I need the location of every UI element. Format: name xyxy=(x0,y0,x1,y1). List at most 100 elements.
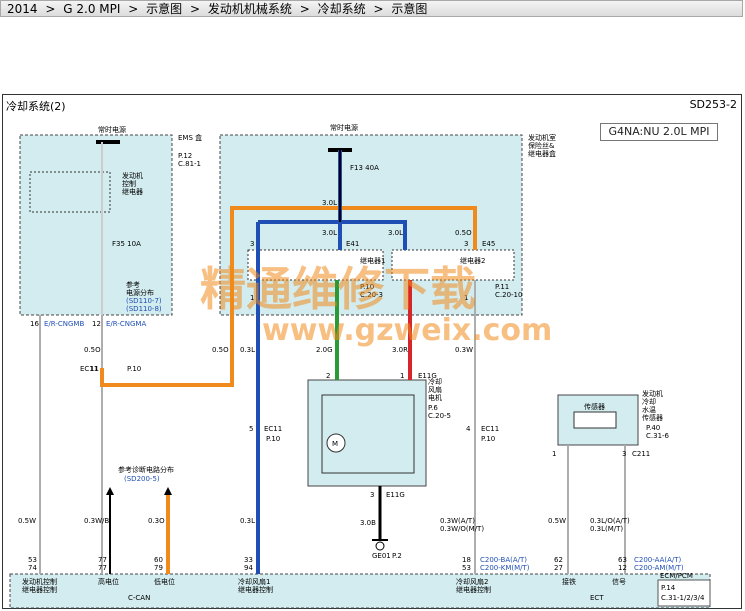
svg-text:继电器控制: 继电器控制 xyxy=(238,585,273,594)
svg-text:保险丝&: 保险丝& xyxy=(528,141,555,150)
svg-text:60: 60 xyxy=(154,556,163,564)
svg-text:P.11: P.11 xyxy=(495,283,509,291)
breadcrumb: 2014 > G 2.0 MPI > 示意图 > 发动机机械系统 > 冷却系统 … xyxy=(0,0,743,17)
svg-text:12: 12 xyxy=(618,564,627,572)
fusebox xyxy=(219,134,523,316)
breadcrumb-sep: > xyxy=(189,2,201,16)
svg-text:0.5O: 0.5O xyxy=(455,229,472,237)
svg-text:接铁: 接铁 xyxy=(562,577,576,586)
svg-text:0.5O: 0.5O xyxy=(84,346,101,354)
svg-text:发动机: 发动机 xyxy=(122,171,143,180)
svg-text:参考诊断电路分布: 参考诊断电路分布 xyxy=(118,465,174,474)
svg-text:3: 3 xyxy=(370,491,374,499)
svg-text:53: 53 xyxy=(28,556,37,564)
svg-text:0.3L/O(A/T): 0.3L/O(A/T) xyxy=(590,517,630,525)
breadcrumb-sep: > xyxy=(45,2,56,16)
ems-hot-label: 常时电源 xyxy=(98,125,126,134)
svg-text:EC11: EC11 xyxy=(80,365,98,373)
svg-text:2: 2 xyxy=(326,372,330,380)
svg-text:0.3W: 0.3W xyxy=(455,346,473,354)
svg-text:C.20-3: C.20-3 xyxy=(360,291,383,299)
svg-text:水温: 水温 xyxy=(642,405,656,414)
svg-text:3.0L: 3.0L xyxy=(322,199,337,207)
svg-text:C200-AA(A/T): C200-AA(A/T) xyxy=(634,556,682,564)
svg-text:18: 18 xyxy=(462,556,471,564)
svg-text:16: 16 xyxy=(30,320,39,328)
svg-text:冷却: 冷却 xyxy=(642,397,656,406)
svg-text:3.0L: 3.0L xyxy=(388,229,403,237)
svg-text:C.31-1/2/3/4: C.31-1/2/3/4 xyxy=(661,594,705,602)
svg-text:3.0R: 3.0R xyxy=(392,346,408,354)
svg-text:E/R-CNGMA: E/R-CNGMA xyxy=(106,320,146,328)
svg-text:信号: 信号 xyxy=(612,577,626,586)
model-label: G4NA:NU 2.0L MPI xyxy=(600,123,718,141)
svg-text:94: 94 xyxy=(244,564,253,572)
svg-text:低电位: 低电位 xyxy=(154,577,175,586)
svg-text:C200-BA(A/T): C200-BA(A/T) xyxy=(480,556,527,564)
motor-m: M xyxy=(332,440,338,448)
ems-fuse: F35 10A xyxy=(112,240,141,248)
svg-text:冷却风扇2: 冷却风扇2 xyxy=(456,577,488,586)
svg-text:发动机室: 发动机室 xyxy=(528,133,556,142)
svg-text:继电器控制: 继电器控制 xyxy=(456,585,491,594)
svg-text:冷却风扇1: 冷却风扇1 xyxy=(238,577,270,586)
svg-text:0.3L(M/T): 0.3L(M/T) xyxy=(590,525,623,533)
diagram-title: 冷却系统(2) xyxy=(6,100,66,113)
watermark-cn: 精通维修下载 xyxy=(200,262,476,316)
svg-text:GE01: GE01 xyxy=(372,552,391,560)
svg-text:P.10: P.10 xyxy=(360,283,374,291)
watermark-url: www.gzweix.com xyxy=(262,313,552,348)
svg-text:E41: E41 xyxy=(346,240,359,248)
svg-text:1: 1 xyxy=(400,372,404,380)
ems-note-link-1[interactable]: (SD110-7) xyxy=(126,297,162,305)
svg-text:0.3W/B: 0.3W/B xyxy=(84,517,109,525)
relay2 xyxy=(391,249,515,281)
svg-text:12: 12 xyxy=(92,320,101,328)
svg-text:传感器: 传感器 xyxy=(584,402,605,411)
ems-box xyxy=(19,134,173,316)
svg-text:0.5O: 0.5O xyxy=(212,346,229,354)
svg-text:53: 53 xyxy=(462,564,471,572)
svg-text:E11G: E11G xyxy=(418,372,437,380)
diagram-code: SD253-2 xyxy=(689,98,737,111)
svg-text:0.5W: 0.5W xyxy=(18,517,36,525)
svg-text:传感器: 传感器 xyxy=(642,413,663,422)
svg-text:4: 4 xyxy=(466,425,471,433)
breadcrumb-sep: > xyxy=(299,2,310,16)
breadcrumb-item[interactable]: 冷却系统 xyxy=(317,2,366,16)
svg-text:P.2: P.2 xyxy=(392,552,402,560)
svg-text:3: 3 xyxy=(250,240,254,248)
breadcrumb-item[interactable]: 发动机机械系统 xyxy=(207,2,292,16)
svg-text:3.0L: 3.0L xyxy=(322,229,337,237)
svg-text:发动机: 发动机 xyxy=(642,389,663,398)
svg-text:P.40: P.40 xyxy=(646,424,660,432)
svg-text:C200-KM(M/T): C200-KM(M/T) xyxy=(480,564,530,572)
ems-note-link-2[interactable]: (SD110-8) xyxy=(126,305,162,313)
svg-text:继电器1: 继电器1 xyxy=(360,256,385,265)
svg-text:0.3W/O(M/T): 0.3W/O(M/T) xyxy=(440,525,484,533)
fusebox-fuse: F13 40A xyxy=(350,164,379,172)
breadcrumb-item[interactable]: 2014 xyxy=(7,2,38,16)
svg-text:高电位: 高电位 xyxy=(98,577,119,586)
breadcrumb-item[interactable]: 示意图 xyxy=(146,2,183,16)
svg-text:5: 5 xyxy=(249,425,253,433)
svg-text:C.81-1: C.81-1 xyxy=(178,160,201,168)
svg-text:P.6: P.6 xyxy=(428,404,438,412)
breadcrumb-sep: > xyxy=(128,2,139,16)
breadcrumb-item[interactable]: 示意图 xyxy=(391,2,428,16)
svg-text:3: 3 xyxy=(622,450,626,458)
svg-text:P.10: P.10 xyxy=(266,435,280,443)
svg-text:电源分布: 电源分布 xyxy=(126,288,154,297)
svg-text:0.3L: 0.3L xyxy=(240,346,255,354)
svg-text:0.3W(A/T): 0.3W(A/T) xyxy=(440,517,475,525)
svg-text:63: 63 xyxy=(618,556,627,564)
svg-text:3: 3 xyxy=(464,240,468,248)
fan-motor xyxy=(307,379,427,487)
svg-text:33: 33 xyxy=(244,556,253,564)
svg-text:EC11: EC11 xyxy=(481,425,499,433)
breadcrumb-item[interactable]: G 2.0 MPI xyxy=(63,2,121,16)
diag-ref-link[interactable]: (SD200-5) xyxy=(124,475,160,483)
svg-text:冷却: 冷却 xyxy=(428,377,442,386)
svg-text:0.3L: 0.3L xyxy=(240,517,255,525)
